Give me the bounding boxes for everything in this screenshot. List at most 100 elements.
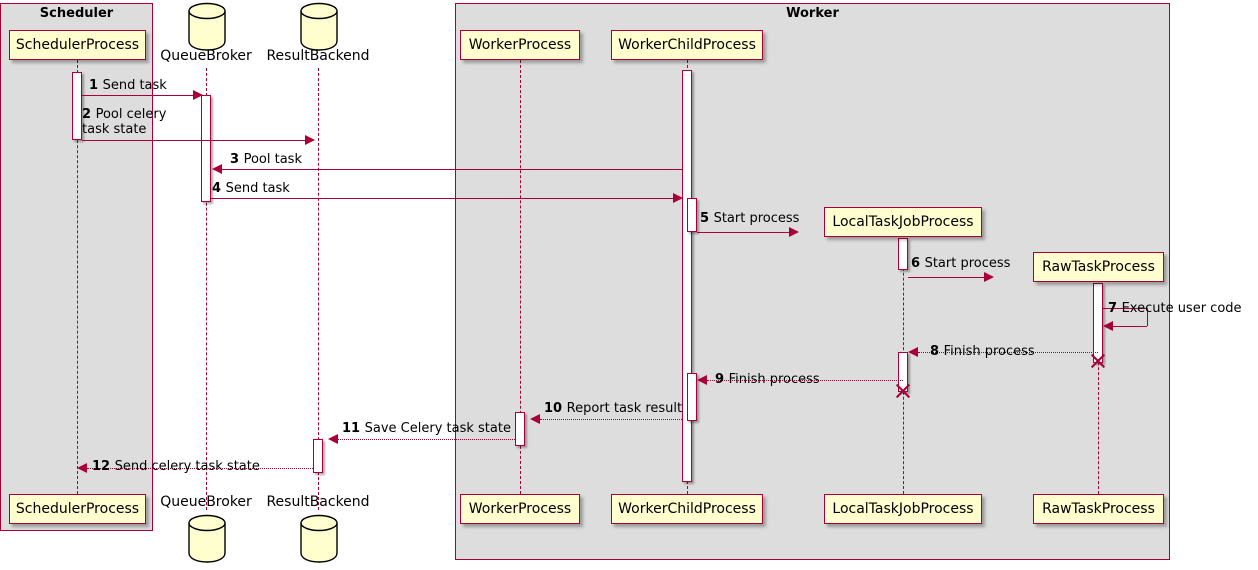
message-10-arrowhead (530, 414, 540, 424)
message-10-text: Report task result (566, 401, 683, 416)
group-title-worker: Worker (786, 6, 839, 21)
participant-worker-process-bottom[interactable]: WorkerProcess (460, 494, 580, 524)
participant-result-backend-top[interactable] (298, 2, 340, 51)
message-11-label: 11 Save Celery task state (342, 421, 511, 436)
participant-worker-child-process-bottom[interactable]: WorkerChildProcess (611, 494, 763, 524)
message-8-number: 8 (930, 344, 944, 359)
message-9-line (707, 380, 903, 381)
activation-worker-process (515, 412, 525, 446)
database-icon-queue-broker-top (188, 2, 226, 51)
message-2-text: Pool celery task state (82, 107, 167, 137)
participant-local-task-job-process-top[interactable]: LocalTaskJobProcess (824, 207, 982, 237)
lifeline-result-backend (318, 68, 319, 510)
participant-worker-process-top[interactable]: WorkerProcess (460, 30, 580, 60)
activation-local-task-job-process-bottom (898, 352, 908, 392)
message-3-label: 3 Pool task (230, 152, 302, 167)
message-7-arrowhead (1103, 321, 1113, 331)
message-11-line (338, 439, 515, 440)
message-5-line (697, 232, 790, 233)
group-title-scheduler: Scheduler (39, 6, 114, 21)
message-8-label: 8 Finish process (930, 344, 1035, 359)
database-icon-result-backend-bottom (300, 514, 338, 563)
message-11-text: Save Celery task state (364, 421, 511, 436)
participant-queue-broker-top[interactable] (186, 2, 228, 51)
message-12-label: 12 Send celery task state (92, 459, 260, 474)
message-1-number: 1 (89, 78, 103, 93)
message-5-label: 5 Start process (700, 211, 799, 226)
message-12-line (87, 468, 313, 469)
activation-worker-child-process-outer (682, 70, 692, 482)
activation-raw-task-process (1093, 283, 1103, 363)
activation-local-task-job-process-top (898, 238, 908, 270)
message-12-arrowhead (77, 463, 87, 473)
database-icon-result-backend-top (300, 2, 338, 51)
message-4-arrowhead (673, 193, 683, 203)
message-1-line (82, 95, 194, 96)
message-5-arrowhead (789, 227, 799, 237)
participant-result-backend-bottom-label: ResultBackend (266, 494, 370, 510)
destroy-marker-local-task-job-process (894, 382, 912, 400)
message-7-line-top (1103, 308, 1147, 309)
message-8-arrowhead (908, 347, 918, 357)
lifeline-scheduler-process (77, 60, 78, 494)
participant-queue-broker-top-label: QueueBroker (160, 48, 252, 64)
message-2-arrowhead (305, 135, 315, 145)
message-1-text: Send task (102, 78, 167, 93)
message-1-label: 1 Send task (89, 78, 167, 93)
participant-scheduler-process-top[interactable]: SchedulerProcess (9, 30, 146, 60)
message-6-line (908, 277, 985, 278)
message-11-arrowhead (328, 434, 338, 444)
message-9-label: 9 Finish process (715, 372, 820, 387)
participant-worker-child-process-top[interactable]: WorkerChildProcess (611, 30, 763, 60)
lifeline-queue-broker (206, 68, 207, 510)
message-3-arrowhead (212, 164, 222, 174)
participant-queue-broker-bottom-label: QueueBroker (160, 494, 252, 510)
message-10-number: 10 (544, 401, 567, 416)
message-12-number: 12 (92, 459, 115, 474)
participant-raw-task-process-top[interactable]: RawTaskProcess (1033, 252, 1164, 282)
activation-worker-child-process-inner-2 (687, 373, 697, 421)
participant-result-backend-bottom[interactable] (298, 514, 340, 563)
message-4-line (211, 198, 674, 199)
message-12-text: Send celery task state (114, 459, 260, 474)
message-2-line (82, 140, 306, 141)
participant-local-task-job-process-bottom[interactable]: LocalTaskJobProcess (824, 494, 982, 524)
lifeline-worker-process (520, 60, 521, 494)
message-11-number: 11 (342, 421, 365, 436)
message-7-text: Execute user code (1121, 301, 1242, 316)
message-7-line-bottom (1113, 326, 1147, 327)
destroy-marker-raw-task-process (1089, 352, 1107, 370)
participant-scheduler-process-bottom[interactable]: SchedulerProcess (9, 494, 146, 524)
participant-queue-broker-bottom[interactable] (186, 514, 228, 563)
message-6-text: Start process (924, 256, 1011, 271)
lifeline-raw-task-process (1098, 283, 1099, 494)
message-9-text: Finish process (728, 372, 820, 387)
message-4-label: 4 Send task (212, 181, 290, 196)
message-6-number: 6 (911, 256, 925, 271)
message-10-label: 10 Report task result (544, 401, 682, 416)
activation-queue-broker (201, 95, 211, 202)
database-icon-queue-broker-bottom (188, 514, 226, 563)
message-5-number: 5 (700, 211, 714, 226)
message-4-number: 4 (212, 181, 226, 196)
message-10-line (540, 419, 682, 420)
message-1-arrowhead (193, 90, 203, 100)
message-3-line (222, 169, 682, 170)
message-5-text: Start process (713, 211, 800, 226)
activation-worker-child-process-inner-1 (687, 198, 697, 232)
message-3-number: 3 (230, 152, 244, 167)
activation-scheduler-process (72, 72, 82, 140)
message-2-label: 2 Pool celery task state (82, 107, 192, 137)
participant-result-backend-top-label: ResultBackend (266, 48, 370, 64)
message-9-number: 9 (715, 372, 729, 387)
message-7-label: 7 Execute user code (1108, 301, 1242, 316)
message-6-arrowhead (984, 272, 994, 282)
message-6-label: 6 Start process (911, 256, 1010, 271)
message-7-number: 7 (1108, 301, 1122, 316)
participant-raw-task-process-bottom[interactable]: RawTaskProcess (1033, 494, 1164, 524)
activation-result-backend (313, 439, 323, 473)
message-8-line (918, 352, 1098, 353)
message-4-text: Send task (225, 181, 290, 196)
message-2-number: 2 (82, 107, 96, 122)
